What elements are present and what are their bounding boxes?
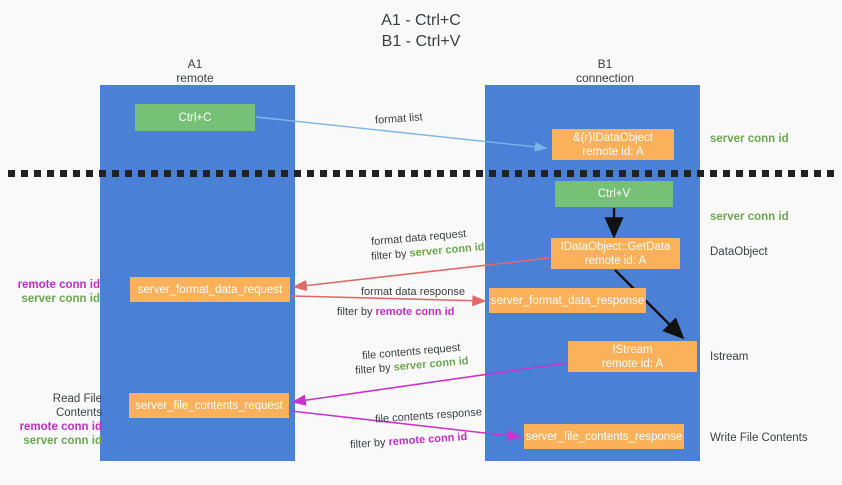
box-getdata-line1: IDataObject::GetData [560,240,671,253]
annotation-read-file-contents-group: Read File Contents remote conn id server… [10,392,102,448]
title-line-1: A1 - Ctrl+C [381,12,461,29]
box-getdata-line2: remote id: A [584,254,647,267]
box-ctrl-c-label: Ctrl+C [178,111,212,124]
annotation-server-conn-id-lower: server conn id [23,435,102,447]
box-ctrl-c[interactable]: Ctrl+C [135,104,255,131]
box-ctrl-v-label: Ctrl+V [597,188,631,200]
page-title: A1 - Ctrl+C B1 - Ctrl+V [0,10,842,52]
annotation-write-file-contents: Write File Contents [710,432,808,444]
annotation-dataobject: DataObject [710,246,768,258]
filter-prefix: filter by [370,247,411,263]
filter-prefix: filter by [337,306,376,318]
phase-divider [8,170,836,177]
box-server-file-contents-request-label: server_file_contents_request [135,399,283,412]
filter-prefix: filter by [349,436,389,452]
wire-format-data-request [292,257,550,292]
title-line-2: B1 - Ctrl+V [381,33,461,50]
box-cf-idataobject[interactable]: &(r)IDataObject remote id: A [552,129,674,160]
column-header-b1: B1 connection [540,57,670,85]
box-istream[interactable]: IStream remote id: A [568,341,697,372]
box-idataobject-getdata[interactable]: IDataObject::GetData remote id: A [551,238,680,269]
filter-value-remote-conn-id: remote conn id [375,306,455,318]
wire-format-list [255,116,548,152]
box-server-format-data-request-label: server_format_data_request [137,283,283,296]
box-server-file-contents-request[interactable]: server_file_contents_request [129,393,289,418]
annotation-server-conn-id-mid: server conn id [710,211,789,223]
filter-prefix: filter by [354,361,395,377]
box-server-format-data-response-label: server_format_data_response [490,294,645,307]
annotation-remote-conn-id-upper: remote conn id [17,279,100,291]
box-server-file-contents-response[interactable]: server_file_contents_response [524,424,684,449]
annotation-remote-conn-id-lower: remote conn id [19,421,102,433]
column-a1-role: remote [176,71,214,85]
box-server-file-contents-response-label: server_file_contents_response [525,430,683,443]
box-cf-idataobject-line2: remote id: A [582,145,644,158]
wire-format-data-response [290,295,487,307]
box-server-format-data-response[interactable]: server_format_data_response [489,288,646,313]
column-header-a1: A1 remote [130,57,260,85]
edge-label-format-data-response-filter: filter by remote conn id [337,305,454,319]
box-istream-line2: remote id: A [601,357,664,370]
annotation-istream: Istream [710,351,749,363]
annotation-server-conn-id-upper: server conn id [21,293,100,305]
wire-getdata-to-istream [614,269,685,340]
box-server-format-data-request[interactable]: server_format_data_request [130,277,290,302]
column-a1-name: A1 [187,57,203,71]
annotation-server-conn-id-top: server conn id [710,133,789,145]
column-b1-role: connection [575,71,635,85]
wire-file-contents-request [291,362,567,406]
edge-label-format-data-response: format data response [361,286,465,298]
box-istream-line1: IStream [612,343,653,356]
box-ctrl-v[interactable]: Ctrl+V [555,181,673,207]
annotation-read-file-contents: Read File Contents [52,393,102,419]
annotation-conn-ids-upper: remote conn id server conn id [10,278,100,306]
wire-file-contents-response [290,410,522,442]
box-cf-idataobject-line1: &(r)IDataObject [573,131,653,144]
column-b1-name: B1 [597,57,613,71]
